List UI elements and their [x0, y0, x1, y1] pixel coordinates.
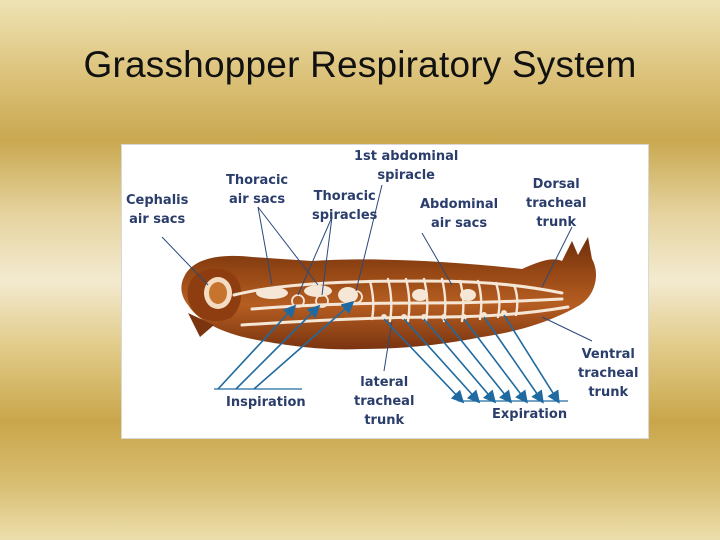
respiratory-diagram: Cephalis air sacs Thoracic air sacs 1st … — [121, 144, 649, 439]
label-first-abdominal-spiracle: 1st abdominal spiracle — [354, 149, 459, 183]
leader-lines — [161, 184, 593, 372]
label-cephalis-air-sacs: Cephalis air sacs — [126, 193, 189, 227]
slide-title: Grasshopper Respiratory System — [83, 44, 637, 85]
label-expiration: Expiration — [492, 407, 568, 422]
expiration-arrows — [383, 314, 560, 404]
label-inspiration: Inspiration — [226, 395, 306, 410]
grasshopper-illustration — [161, 184, 596, 404]
inspiration-arrows — [217, 300, 355, 390]
label-ventral-tracheal-trunk: Ventral tracheal trunk — [578, 347, 639, 400]
label-thoracic-spiracles: Thoracic spiracles — [312, 189, 378, 223]
label-thoracic-air-sacs: Thoracic air sacs — [226, 173, 289, 207]
label-dorsal-tracheal-trunk: Dorsal tracheal trunk — [526, 177, 587, 230]
label-abdominal-air-sacs: Abdominal air sacs — [420, 197, 499, 231]
label-lateral-tracheal-trunk: lateral tracheal trunk — [354, 375, 415, 428]
